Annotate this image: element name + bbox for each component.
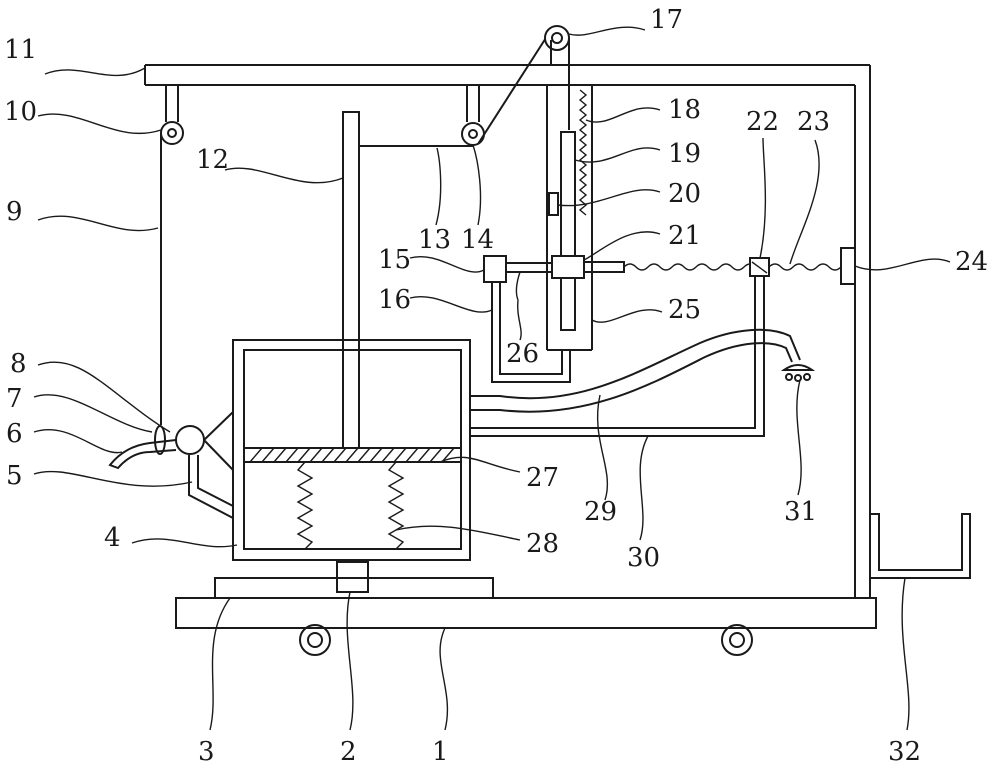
pulley-middle — [462, 123, 484, 145]
tension-spring — [624, 264, 841, 270]
label-8: 8 — [10, 349, 27, 379]
label-1: 1 — [432, 737, 449, 767]
spring-right — [389, 462, 403, 549]
label-17: 17 — [650, 5, 683, 35]
label-10: 10 — [4, 97, 37, 127]
spray-nozzle — [784, 365, 812, 381]
label-23: 23 — [797, 107, 830, 137]
pulley-top — [545, 26, 569, 50]
label-18: 18 — [668, 95, 701, 125]
piston-plate — [244, 448, 461, 462]
labels: 1 2 3 4 5 6 7 8 9 10 11 12 13 14 15 16 1… — [4, 5, 988, 767]
slider-block — [549, 193, 558, 215]
frame — [145, 65, 870, 598]
slider-rod — [561, 132, 575, 330]
label-4: 4 — [104, 523, 121, 553]
label-32: 32 — [888, 737, 921, 767]
label-28: 28 — [526, 529, 559, 559]
rack-teeth — [580, 90, 586, 215]
central-hub — [552, 256, 584, 278]
label-30: 30 — [627, 543, 660, 573]
hanger-left — [166, 85, 178, 122]
left-block — [484, 256, 506, 282]
label-20: 20 — [668, 179, 701, 209]
label-22: 22 — [746, 107, 779, 137]
label-6: 6 — [6, 419, 23, 449]
pump-cone — [204, 412, 233, 470]
wall-mount — [841, 248, 855, 284]
label-2: 2 — [340, 737, 357, 767]
label-13: 13 — [418, 225, 451, 255]
wheel-left — [300, 625, 330, 655]
label-7: 7 — [6, 384, 23, 414]
valve-block — [750, 258, 769, 276]
label-5: 5 — [6, 461, 23, 491]
label-29: 29 — [584, 497, 617, 527]
tank — [233, 340, 470, 560]
label-31: 31 — [784, 497, 817, 527]
label-14: 14 — [461, 225, 494, 255]
curved-link — [516, 272, 520, 300]
rope-to-pulley-17 — [478, 30, 551, 144]
label-24: 24 — [955, 247, 988, 277]
hanger-middle — [467, 85, 479, 122]
spring-left — [298, 462, 312, 549]
shaft-right — [584, 262, 624, 272]
piston-rod — [343, 112, 359, 448]
base-plate — [176, 598, 876, 628]
label-26: 26 — [506, 339, 539, 369]
wheel-right — [722, 625, 752, 655]
label-16: 16 — [378, 285, 411, 315]
ring — [155, 426, 165, 454]
label-15: 15 — [378, 245, 411, 275]
label-9: 9 — [6, 197, 23, 227]
label-19: 19 — [668, 139, 701, 169]
label-11: 11 — [4, 35, 37, 65]
outlet-pipe-inner — [198, 455, 233, 506]
label-12: 12 — [196, 145, 229, 175]
handle — [110, 440, 176, 468]
label-21: 21 — [668, 221, 701, 251]
collection-tray — [870, 514, 970, 578]
label-27: 27 — [526, 463, 559, 493]
pump — [176, 426, 204, 454]
label-25: 25 — [668, 295, 701, 325]
support-pad — [215, 578, 493, 598]
label-3: 3 — [198, 737, 215, 767]
pulley-left — [161, 122, 183, 144]
